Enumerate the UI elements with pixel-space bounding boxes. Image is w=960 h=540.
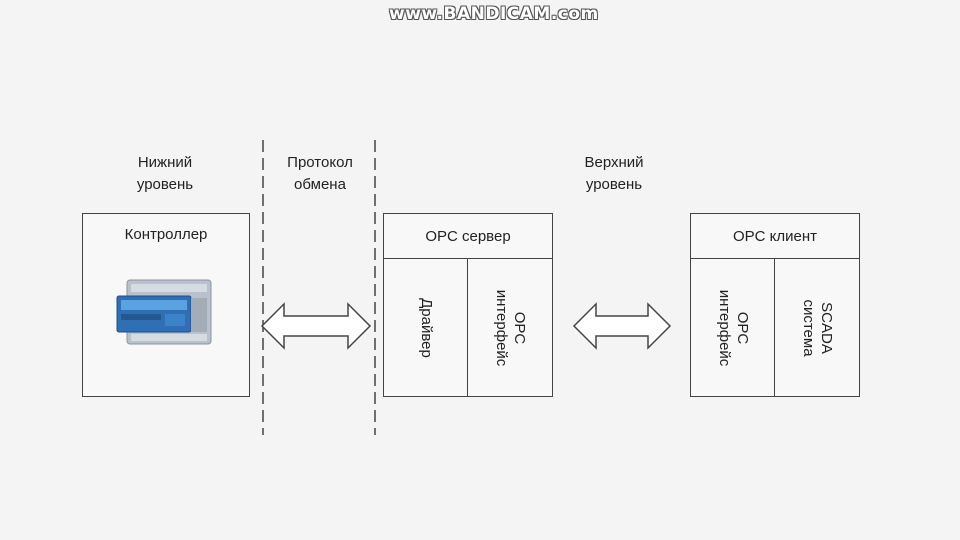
opc-server-header-divider [384, 258, 552, 259]
opc-client-section-scada-line1: SCADA [817, 299, 835, 356]
opc-client-header-divider [691, 258, 859, 259]
opc-client-section-scada-line2: система [799, 299, 817, 356]
opc-client-title: OPC клиент [691, 228, 859, 245]
opc-client-section-opc-interface-line2: интерфейс [715, 290, 733, 367]
controller-box: Контроллер [82, 213, 250, 397]
plc-controller-icon [111, 274, 221, 354]
opc-client-section-opc-interface: OPC интерфейс [715, 290, 751, 367]
opc-server-title: OPC сервер [384, 228, 552, 245]
opc-client-box: OPC клиент OPC интерфейс SCADA система [690, 213, 860, 397]
double-arrow-right [574, 304, 670, 348]
opc-server-section-driver-line1: Драйвер [417, 298, 435, 358]
opc-server-section-opc-interface-line1: OPC [510, 290, 528, 367]
controller-title: Контроллер [83, 226, 249, 243]
opc-server-box: OPC сервер Драйвер OPC интерфейс [383, 213, 553, 397]
opc-server-section-opc-interface-line2: интерфейс [492, 290, 510, 367]
opc-server-section-driver: Драйвер [417, 298, 435, 358]
opc-client-column-divider [774, 258, 775, 396]
opc-server-column-divider [467, 258, 468, 396]
opc-server-section-opc-interface: OPC интерфейс [492, 290, 528, 367]
double-arrow-left [262, 304, 370, 348]
opc-client-section-scada: SCADA система [799, 299, 835, 356]
opc-client-section-opc-interface-line1: OPC [733, 290, 751, 367]
